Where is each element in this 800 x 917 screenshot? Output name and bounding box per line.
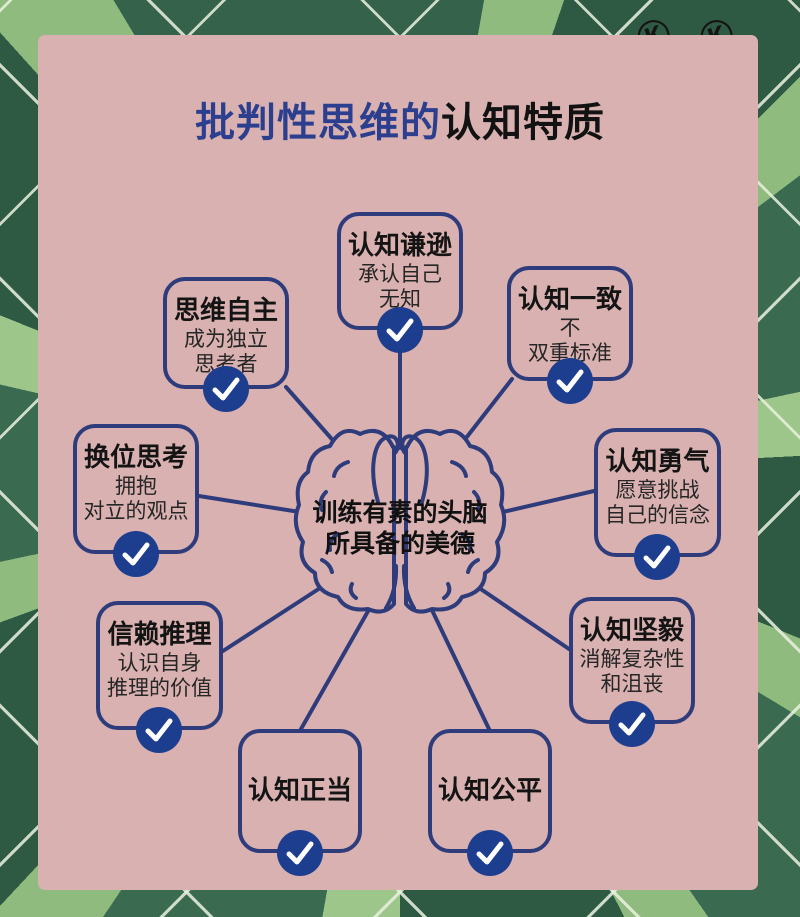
- trait-subtitle: 不 双重标准: [528, 317, 612, 367]
- trait-subtitle-line2: 对立的观点: [83, 499, 189, 523]
- trait-subtitle-line1: 成为独立: [184, 328, 268, 352]
- check-icon: [609, 701, 655, 747]
- trait-title: 认知坚毅: [579, 615, 684, 645]
- brain-icon: [293, 429, 507, 614]
- check-icon: [113, 531, 159, 577]
- trait-title: 信赖推理: [107, 619, 212, 649]
- trait-subtitle-line2: 推理的价值: [107, 676, 212, 700]
- brain-caption: 训练有素的头脑 所具备的美德: [280, 498, 520, 559]
- trait-title: 认知正当: [247, 775, 352, 806]
- trait-subtitle: 认识自身 推理的价值: [107, 652, 212, 702]
- check-icon: [467, 830, 513, 876]
- trait-subtitle-line2: 思考者: [194, 352, 258, 376]
- trait-card-confidence-in-reason: 信赖推理 认识自身 推理的价值: [96, 601, 223, 730]
- trait-title: 认知公平: [437, 775, 542, 806]
- trait-subtitle-line2: 双重标准: [528, 341, 612, 365]
- trait-subtitle: 愿意挑战 自己的信念: [605, 479, 710, 529]
- trait-title: 换位思考: [83, 442, 188, 472]
- trait-subtitle-line1: 不: [559, 317, 581, 341]
- check-icon: [377, 307, 423, 353]
- trait-title: 思维自主: [173, 295, 278, 325]
- trait-subtitle: 拥抱 对立的观点: [84, 475, 189, 525]
- page-title-highlight: 批判性思维的: [195, 101, 441, 145]
- trait-title: 认知一致: [517, 284, 622, 314]
- brain-caption-line2: 所具备的美德: [324, 529, 475, 558]
- page-title-rest: 认知特质: [441, 101, 605, 145]
- trait-subtitle: 承认自己 无知: [358, 263, 442, 313]
- trait-subtitle-line2: 和沮丧: [600, 672, 664, 696]
- trait-subtitle-line1: 认识自身: [117, 652, 202, 676]
- check-icon: [277, 830, 323, 876]
- trait-card-cognitive-courage: 认知勇气 愿意挑战 自己的信念: [594, 428, 721, 557]
- check-icon: [547, 358, 593, 404]
- trait-title: 认知谦逊: [347, 230, 452, 260]
- page-title: 批判性思维的认知特质: [0, 90, 800, 148]
- trait-subtitle: 消解复杂性 和沮丧: [580, 648, 685, 698]
- trait-subtitle-line1: 承认自己: [358, 263, 442, 287]
- trait-subtitle-line1: 拥抱: [115, 475, 157, 499]
- check-icon: [203, 366, 249, 412]
- trait-card-cognitive-humility: 认知谦逊 承认自己 无知: [337, 212, 463, 330]
- trait-subtitle-line2: 无知: [379, 287, 421, 311]
- trait-subtitle-line1: 愿意挑战: [615, 479, 700, 503]
- connector-lines: [197, 336, 596, 731]
- trait-subtitle: 成为独立 思考者: [184, 328, 268, 378]
- trait-subtitle-line2: 自己的信念: [605, 503, 710, 527]
- check-icon: [136, 707, 182, 753]
- trait-subtitle-line1: 消解复杂性: [579, 648, 685, 672]
- check-icon: [634, 534, 680, 580]
- trait-title: 认知勇气: [605, 446, 710, 476]
- brain-caption-line1: 训练有素的头脑: [312, 499, 488, 527]
